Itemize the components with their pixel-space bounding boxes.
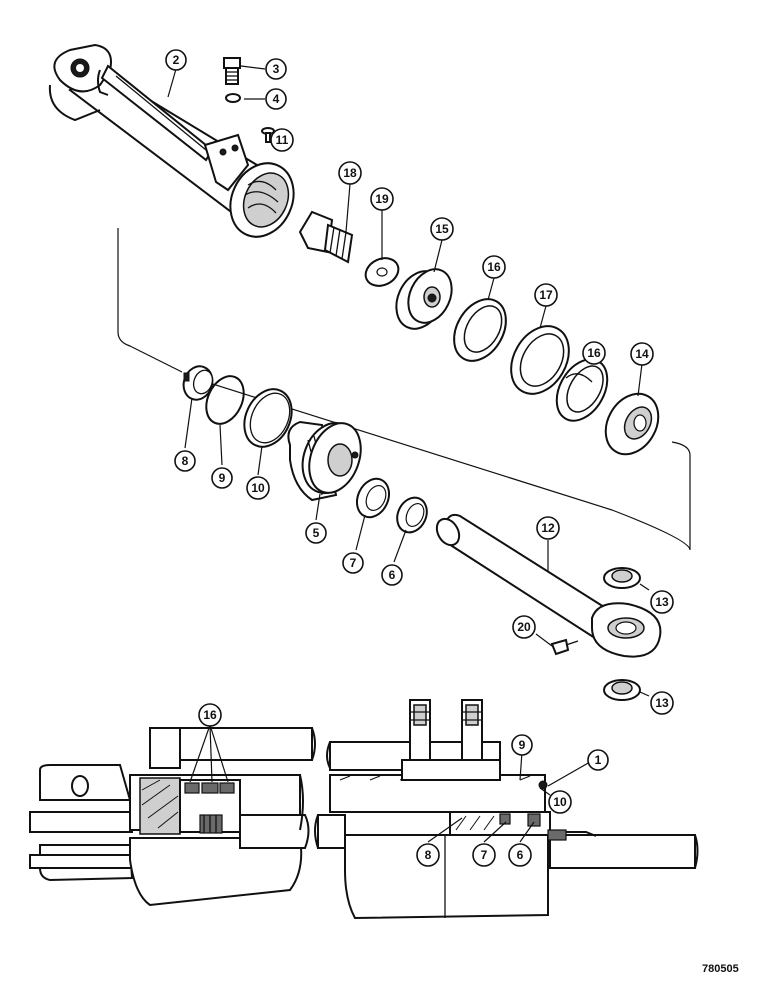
svg-text:12: 12 <box>541 521 555 535</box>
callout-16: 16 <box>198 703 222 727</box>
callout-17: 17 <box>534 283 558 307</box>
svg-text:2: 2 <box>173 53 180 67</box>
svg-text:3: 3 <box>273 62 280 76</box>
svg-text:7: 7 <box>350 556 357 570</box>
callout-6: 6 <box>381 564 403 586</box>
svg-text:10: 10 <box>251 481 265 495</box>
piston-rod <box>435 513 662 658</box>
grease-fitting <box>550 638 579 656</box>
callout-4: 4 <box>265 88 287 110</box>
svg-text:1: 1 <box>595 753 602 767</box>
o-ring <box>205 375 245 425</box>
callout-12: 12 <box>536 516 560 540</box>
callout-14: 14 <box>630 342 654 366</box>
callout-11: 11 <box>270 128 294 152</box>
callout-5: 5 <box>305 522 327 544</box>
callout-13: 13 <box>650 590 674 614</box>
piston <box>395 268 453 330</box>
svg-text:19: 19 <box>375 192 389 206</box>
svg-text:8: 8 <box>182 454 189 468</box>
svg-text:17: 17 <box>539 288 553 302</box>
assembled-section-view <box>29 699 699 920</box>
backup-ring <box>243 388 293 448</box>
callout-6: 6 <box>508 843 532 867</box>
svg-text:9: 9 <box>519 738 526 752</box>
callout-16: 16 <box>482 255 506 279</box>
svg-text:16: 16 <box>487 260 501 274</box>
leader-lines <box>167 65 650 843</box>
assembly-alignment-line <box>117 228 691 551</box>
callout-8: 8 <box>416 843 440 867</box>
svg-text:6: 6 <box>517 848 524 862</box>
svg-text:13: 13 <box>655 595 669 609</box>
svg-text:15: 15 <box>435 222 449 236</box>
callout-10: 10 <box>246 476 270 500</box>
svg-text:16: 16 <box>587 346 601 360</box>
callout-7: 7 <box>342 552 364 574</box>
callout-15: 15 <box>430 217 454 241</box>
screw <box>261 127 275 143</box>
callout-9: 9 <box>511 734 533 756</box>
callout-2: 2 <box>165 49 187 71</box>
rod-guide <box>287 420 362 502</box>
svg-text:4: 4 <box>273 92 280 106</box>
wiper <box>182 365 214 401</box>
callout-8: 8 <box>174 450 196 472</box>
rod-wiper <box>396 496 428 534</box>
svg-text:5: 5 <box>313 526 320 540</box>
callout-1: 1 <box>587 749 609 771</box>
svg-text:10: 10 <box>553 795 567 809</box>
callout-19: 19 <box>370 187 394 211</box>
svg-text:9: 9 <box>219 471 226 485</box>
svg-text:6: 6 <box>389 568 396 582</box>
callout-16: 16 <box>582 341 606 365</box>
callout-10: 10 <box>548 790 572 814</box>
callout-20: 20 <box>512 615 536 639</box>
fitting <box>223 57 241 85</box>
o-ring <box>225 93 241 103</box>
callout-3: 3 <box>265 58 287 80</box>
svg-text:13: 13 <box>655 696 669 710</box>
svg-text:7: 7 <box>481 848 488 862</box>
seal-ring <box>453 298 507 362</box>
callout-18: 18 <box>338 161 362 185</box>
bolt <box>298 210 354 264</box>
callout-13: 13 <box>650 691 674 715</box>
wear-ring <box>510 325 570 395</box>
svg-text:8: 8 <box>425 848 432 862</box>
callout-9: 9 <box>211 467 233 489</box>
svg-text:16: 16 <box>203 708 217 722</box>
bushing <box>603 679 641 701</box>
svg-text:11: 11 <box>276 133 289 147</box>
drawing-number: 780505 <box>702 963 739 975</box>
cylinder-barrel <box>48 43 295 238</box>
washer <box>364 257 400 287</box>
callout-7: 7 <box>472 843 496 867</box>
piston-cup <box>604 392 660 456</box>
rod-seal <box>355 477 391 519</box>
svg-text:18: 18 <box>343 166 357 180</box>
bushing <box>603 567 641 589</box>
svg-text:14: 14 <box>635 347 649 361</box>
seal-ring <box>555 358 609 422</box>
svg-text:20: 20 <box>517 620 531 634</box>
